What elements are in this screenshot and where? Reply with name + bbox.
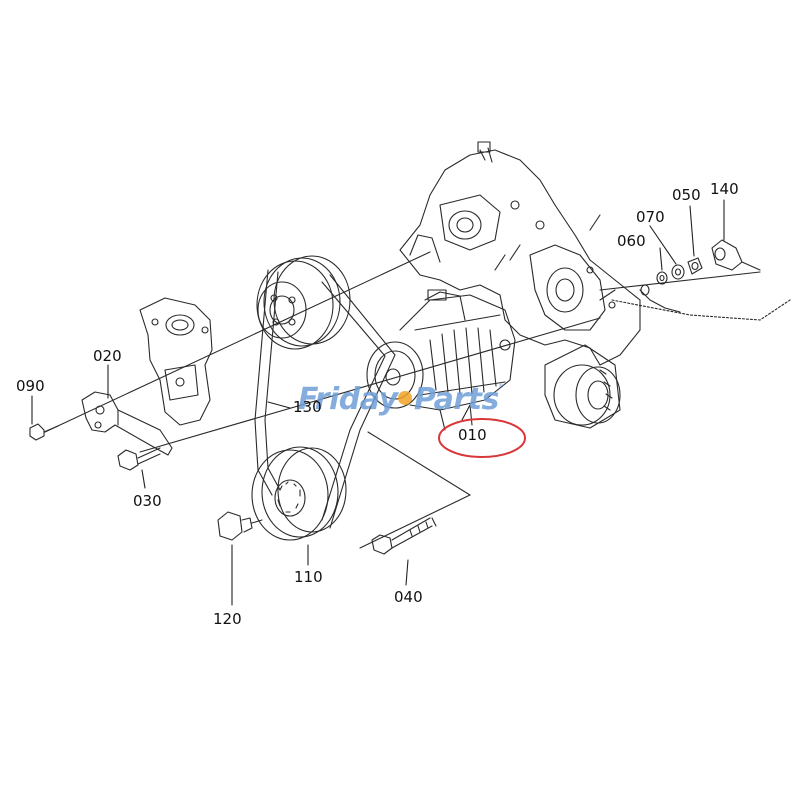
alternator bbox=[366, 289, 516, 431]
highlight-ring bbox=[438, 418, 526, 458]
part-labels: 010 020 030 040 050 060 070 090 110 120 … bbox=[16, 180, 739, 628]
watermark: Friday Parts ® bbox=[298, 382, 504, 417]
label-090: 090 bbox=[16, 377, 45, 395]
watermark-mark: ® bbox=[498, 383, 504, 390]
reference-lines bbox=[44, 251, 791, 549]
label-050: 050 bbox=[672, 186, 701, 204]
water-pump-pulley bbox=[256, 255, 351, 350]
bracket bbox=[81, 391, 173, 456]
label-040: 040 bbox=[394, 588, 423, 606]
label-010: 010 bbox=[458, 426, 487, 444]
watermark-dot-icon bbox=[398, 391, 412, 405]
label-070: 070 bbox=[636, 208, 665, 226]
bolt-040 bbox=[371, 517, 437, 555]
label-110: 110 bbox=[294, 568, 323, 586]
crank-bolt bbox=[217, 511, 263, 541]
label-020: 020 bbox=[93, 347, 122, 365]
leader-lines bbox=[31, 199, 725, 606]
watermark-text-a: Friday bbox=[298, 382, 400, 417]
label-120: 120 bbox=[213, 610, 242, 628]
terminal-hardware bbox=[639, 239, 761, 313]
oil-filter bbox=[544, 344, 621, 429]
bolt-090 bbox=[29, 423, 59, 441]
label-060: 060 bbox=[617, 232, 646, 250]
label-030: 030 bbox=[133, 492, 162, 510]
mount-casting bbox=[139, 297, 213, 426]
label-130: 130 bbox=[293, 398, 322, 416]
crank-pulley bbox=[251, 446, 347, 541]
bolt-030 bbox=[117, 447, 161, 471]
engine-block bbox=[399, 141, 641, 366]
label-140: 140 bbox=[710, 180, 739, 198]
watermark-text-b: Parts bbox=[414, 382, 499, 417]
